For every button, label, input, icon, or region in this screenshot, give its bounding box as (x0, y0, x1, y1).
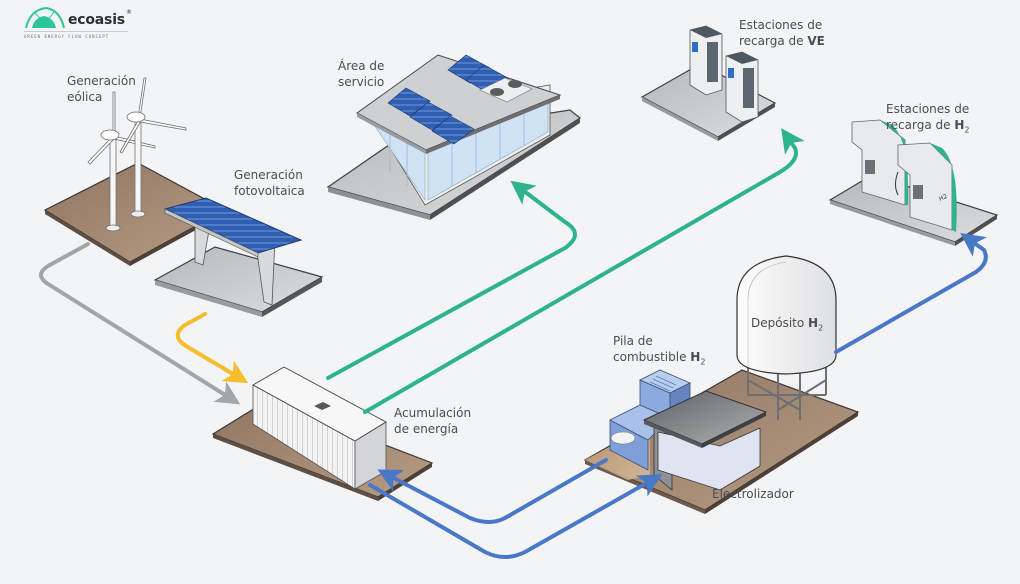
ev-charger-icon (689, 25, 759, 123)
label-text: Electrolizador (712, 487, 794, 501)
label-text: recarga de (739, 34, 808, 48)
label-line: servicio (338, 75, 385, 89)
label-fuel-cell: Pila de combustible H2 (613, 333, 705, 370)
label-line: fotovoltaica (234, 184, 305, 198)
label-subscript: 2 (964, 125, 970, 135)
energy-storage-node (211, 366, 434, 501)
label-text: combustible (613, 350, 691, 364)
solar-ground-platform (153, 246, 324, 313)
label-service-area: Área de servicio (338, 58, 384, 90)
label-ev-charging: Estaciones de recarga de VE (739, 17, 825, 49)
service-area-node (326, 54, 582, 220)
leaf-dome-icon (25, 6, 65, 29)
ev-charging-node (640, 25, 777, 141)
flow-fuelcell-to-storage (377, 458, 608, 524)
wind-generation-node (43, 77, 227, 266)
label-electrolyzer: Electrolizador (712, 486, 794, 502)
flow-storage-to-electrolyzer (368, 474, 663, 559)
label-bold: H (954, 118, 965, 132)
brand-name: ecoasis (68, 12, 125, 28)
label-bold: VE (807, 34, 825, 48)
label-line: Generación (67, 74, 136, 88)
building-icon (356, 54, 562, 206)
solar-panel-icon (163, 197, 303, 306)
flow-arrows (39, 128, 988, 559)
rooftop-solar-icon (387, 54, 509, 145)
label-line: Estaciones de (886, 102, 970, 116)
brand-tagline: GREEN ENERGY FLOW CONCEPT (24, 34, 110, 39)
flow-storage-to-service (326, 180, 577, 380)
wind-turbine-icon (87, 77, 187, 232)
label-subscript: 2 (818, 323, 824, 333)
label-subscript: 2 (700, 357, 706, 367)
label-line: Generación (234, 168, 303, 182)
flow-wind-to-storage (39, 242, 241, 405)
hydrogen-tank-icon (736, 255, 837, 420)
label-text: recarga de (886, 118, 955, 132)
ecoasis-logo: ecoasis ® GREEN ENERGY FLOW CONCEPT (22, 6, 132, 39)
label-line: combustible H2 (613, 349, 705, 370)
h2-charging-node: H2 (828, 119, 999, 246)
hydrogen-platform-node (583, 255, 860, 514)
battery-container-icon (252, 366, 387, 490)
logo-divider (24, 31, 128, 32)
hydrogen-pump-icon: H2 (851, 119, 957, 232)
label-line: recarga de H2 (886, 117, 969, 138)
flow-solar-to-storage (175, 312, 249, 384)
label-line: Pila de (613, 334, 653, 348)
label-line: Área de (338, 59, 385, 73)
label-line: eólica (67, 90, 103, 104)
label-text: Depósito (751, 316, 809, 330)
label-h2-charging: Estaciones de recarga de H2 (886, 101, 969, 138)
label-bold: H (808, 316, 819, 330)
label-solar-generation: Generación fotovoltaica (234, 167, 305, 199)
registered-mark: ® (126, 9, 132, 16)
label-line: de energía (394, 422, 459, 436)
label-line: recarga de VE (739, 33, 825, 49)
flow-storage-to-ev (363, 128, 805, 414)
solar-generation-node (153, 197, 324, 317)
label-line: Estaciones de (739, 18, 823, 32)
svg-text:H2: H2 (938, 193, 949, 203)
label-energy-storage: Acumulación de energía (394, 405, 471, 437)
flow-tank-to-h2-station (834, 233, 988, 354)
electrolyzer-icon (642, 390, 768, 491)
label-line: Acumulación (394, 406, 472, 420)
label-bold: H (690, 350, 701, 364)
hvac-unit-icon (479, 77, 533, 103)
label-hydrogen-tank: Depósito H2 (751, 315, 823, 336)
label-wind-generation: Generación eólica (67, 73, 136, 105)
